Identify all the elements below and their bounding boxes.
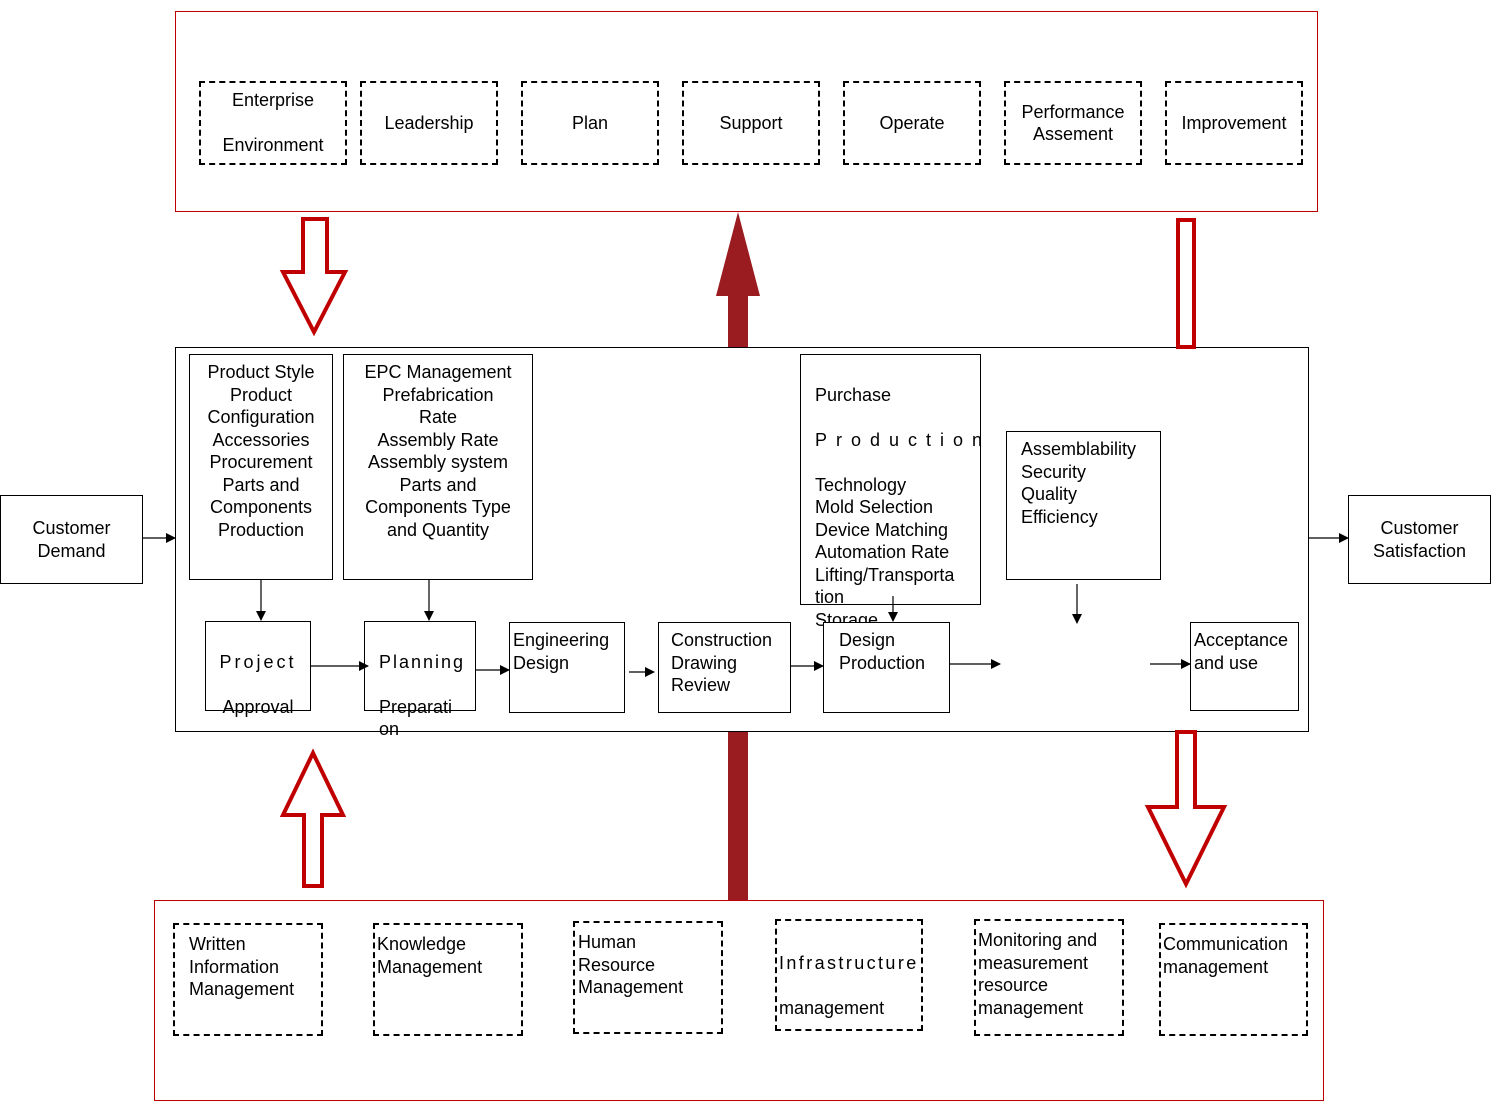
infra-management-label: management [779,997,885,1018]
req-performance-assessment: Performance Assement [1004,81,1142,165]
product-factors-box: Product Style Product Configuration Acce… [189,354,333,580]
preparation-label: Preparati on [379,696,453,740]
req-plan: Plan [521,81,659,165]
res-human-resource: Human Resource Management [573,921,723,1034]
customer-demand-box: Customer Demand [0,495,143,584]
purchase-factors-box: Purchase Production Technology Mold Sele… [800,354,992,630]
outline-up-arrow-bottom-left [279,748,347,888]
construction-drawing-review-step: Construction Drawing Review [658,622,791,713]
outline-bar-top-right [1176,218,1196,349]
acceptance-use-step: Acceptance and use [1190,622,1299,711]
planning-preparation-step: Planning Preparati on [364,621,476,739]
outline-down-arrow-top-left [279,217,349,337]
req-improvement: Improvement [1165,81,1303,165]
planning-label: Planning [379,651,466,672]
res-infrastructure: Infrastructure management [775,919,923,1031]
res-communication: Communication management [1159,923,1308,1036]
req-operate: Operate [843,81,981,165]
production-label: Production [815,429,992,450]
assembly-factors-box: Assemblability Security Quality Efficien… [1006,431,1161,580]
solid-bar-bottom-center [728,732,748,900]
purchase-factor-list: Technology Mold Selection Device Matchin… [815,474,955,630]
req-leadership: Leadership [360,81,498,165]
res-knowledge-management: Knowledge Management [373,923,523,1036]
approval-label: Approval [222,696,294,717]
purchase-label: Purchase [815,384,892,405]
infrastructure-label: Infrastructure [779,952,919,973]
res-monitoring-measurement: Monitoring and measurement resource mana… [974,919,1124,1036]
res-written-information: Written Information Management [173,923,323,1036]
resources-frame [154,900,1324,1101]
solid-up-arrow-center [716,212,760,347]
outline-down-arrow-bottom-right [1144,730,1228,889]
engineering-design-step: Engineering Design [509,622,625,713]
project-approval-step: Project Approval [205,621,311,717]
req-support: Support [682,81,820,165]
project-label: Project [219,651,297,672]
epc-factors-box: EPC Management Prefabrication Rate Assem… [343,354,533,580]
req-enterprise-environment: Enterprise Environment [199,81,347,165]
